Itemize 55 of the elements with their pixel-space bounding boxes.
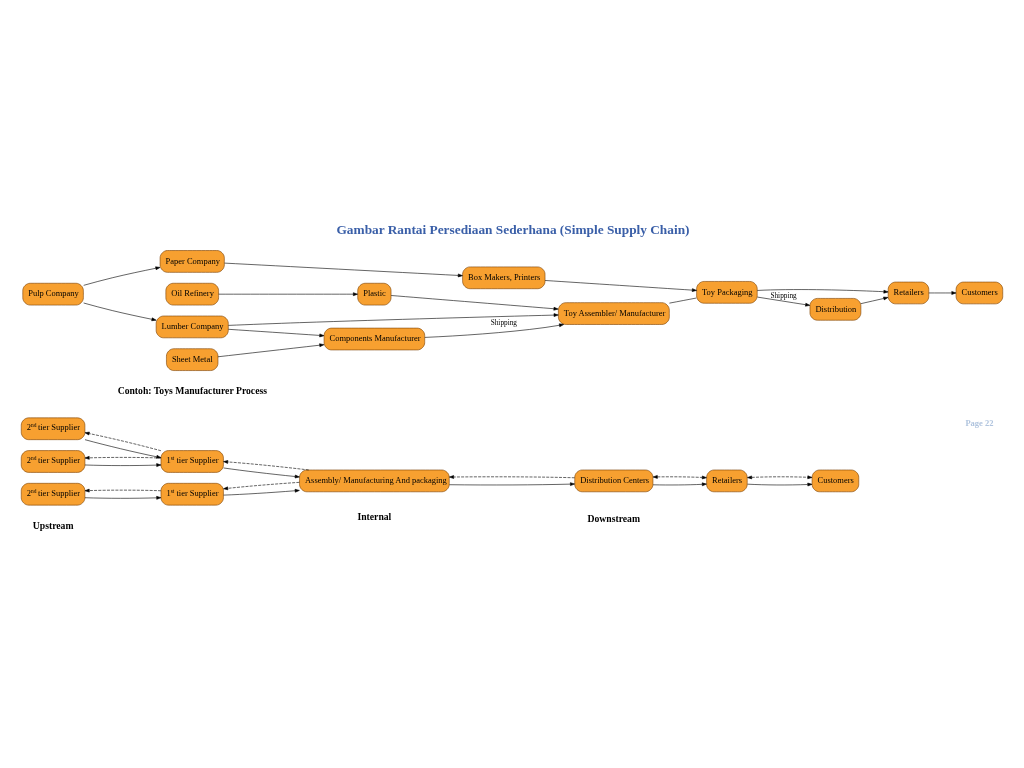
node-box: Plastic xyxy=(357,282,392,305)
label: Upstream xyxy=(32,519,74,531)
node-box: Lumber Company xyxy=(155,315,229,338)
node-box: Paper Company xyxy=(159,249,225,273)
diagram-title: Gambar Rantai Persediaan Sederhana (Simple Supply Chain) xyxy=(336,221,690,237)
arrow xyxy=(223,467,300,478)
node-box: 1$^{st}$ tier Supplier xyxy=(160,449,224,473)
node-box: 2$^{nd}$ tier Supplier xyxy=(20,482,86,505)
arrow xyxy=(424,323,564,338)
arrow xyxy=(228,328,325,337)
arrow xyxy=(223,459,310,470)
arrow xyxy=(860,296,889,304)
node-box: Assembly/ Manufacturing And packaging xyxy=(299,469,450,492)
node-box: Retailers xyxy=(887,281,930,304)
arrow xyxy=(223,488,300,495)
label: Contoh: Toys Manufacturer Process xyxy=(117,384,268,396)
arrow xyxy=(544,279,697,292)
label: Downstream xyxy=(587,512,641,524)
arrow xyxy=(228,312,559,326)
arrow xyxy=(217,342,325,357)
arrow xyxy=(83,302,157,321)
arrow xyxy=(747,482,813,486)
arrow xyxy=(224,262,463,277)
node-box: Customers xyxy=(811,469,860,492)
arrow xyxy=(84,488,162,492)
arrow xyxy=(83,266,161,286)
arrow xyxy=(757,296,811,306)
arrow xyxy=(223,481,300,490)
arrow xyxy=(84,462,162,467)
node-box: Oil Refinery xyxy=(165,282,219,305)
node-box: Box Makers, Printers xyxy=(462,266,546,289)
node-box: Toy Packaging xyxy=(696,280,758,304)
arrow xyxy=(747,475,813,479)
arrow xyxy=(652,482,707,486)
node-box: 2$^{nd}$ tier Supplier xyxy=(20,417,86,440)
node-box: Distribution Centers xyxy=(574,469,654,492)
node-box: Customers xyxy=(955,281,1004,304)
arrow xyxy=(390,294,559,311)
arrow xyxy=(84,495,162,500)
arrow xyxy=(652,474,707,479)
node-box: Sheet Metal xyxy=(166,347,219,371)
arrow xyxy=(218,291,358,296)
label: Page 22 xyxy=(965,417,994,428)
arrow xyxy=(449,474,575,479)
node-box: Components Manufacturer xyxy=(323,327,425,350)
node-box: 2$^{nd}$ tier Supplier xyxy=(20,449,86,473)
node-box: 1$^{st}$ tier Supplier xyxy=(160,482,224,505)
arrow xyxy=(928,290,957,295)
label: Internal xyxy=(357,510,392,522)
arrow xyxy=(757,288,889,293)
arrow xyxy=(449,481,575,486)
node-box: Retailers xyxy=(706,469,748,492)
node-box: Distribution xyxy=(809,297,862,321)
arrow xyxy=(84,431,162,451)
node-box: Pulp Company xyxy=(22,282,84,305)
